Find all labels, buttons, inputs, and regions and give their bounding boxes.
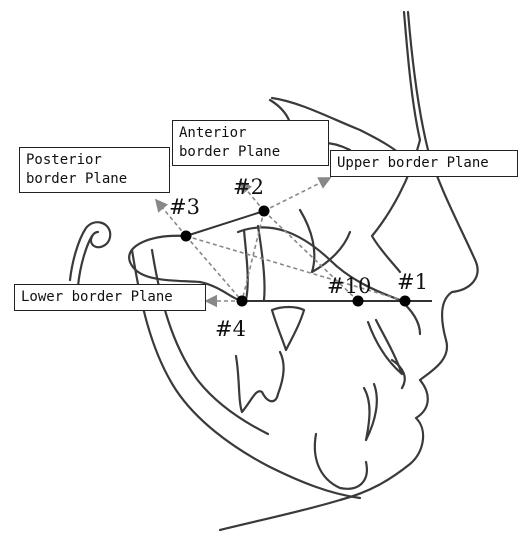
incisor-lower bbox=[364, 384, 377, 440]
ear-rod bbox=[70, 222, 110, 280]
upper-border-plane-label: Upper border Plane bbox=[330, 150, 518, 177]
line-3-to-1 bbox=[186, 236, 405, 301]
lower-label-text: Lower border Plane bbox=[21, 288, 199, 307]
lower-border-plane-label: Lower border Plane bbox=[14, 284, 206, 311]
pterygoid-outline bbox=[244, 226, 265, 300]
landmark-point-2 bbox=[259, 206, 270, 217]
posterior-label-line-1: Posterior bbox=[26, 151, 163, 170]
chin-outline bbox=[315, 434, 367, 489]
point-label-1: #1 bbox=[397, 270, 428, 294]
incisor-upper bbox=[368, 320, 402, 374]
point-label-4: #4 bbox=[215, 317, 246, 341]
ear-rod-inner bbox=[78, 236, 92, 286]
anterior-border-plane-label: Anterior border Plane bbox=[172, 120, 329, 166]
landmark-point-1 bbox=[400, 296, 411, 307]
upper-plane-arrow bbox=[264, 178, 330, 211]
landmark-point-3 bbox=[181, 231, 192, 242]
mandible-inner bbox=[152, 250, 268, 434]
anterior-label-line-1: Anterior bbox=[179, 124, 322, 143]
molar-lower bbox=[236, 352, 284, 412]
anterior-label-line-2: border Plane bbox=[179, 143, 322, 162]
soft-tissue-profile bbox=[220, 12, 478, 530]
molar-upper bbox=[272, 307, 304, 350]
upper-label-text: Upper border Plane bbox=[337, 154, 511, 173]
point-label-2: #2 bbox=[233, 175, 264, 199]
lip-outline bbox=[392, 300, 420, 388]
point-label-3: #3 bbox=[169, 195, 200, 219]
landmark-point-4 bbox=[237, 296, 248, 307]
line-2-to-4 bbox=[242, 211, 264, 301]
posterior-border-plane-label: Posterior border Plane bbox=[19, 147, 170, 193]
point-label-10: #10 bbox=[327, 274, 371, 298]
posterior-label-line-2: border Plane bbox=[26, 170, 163, 189]
